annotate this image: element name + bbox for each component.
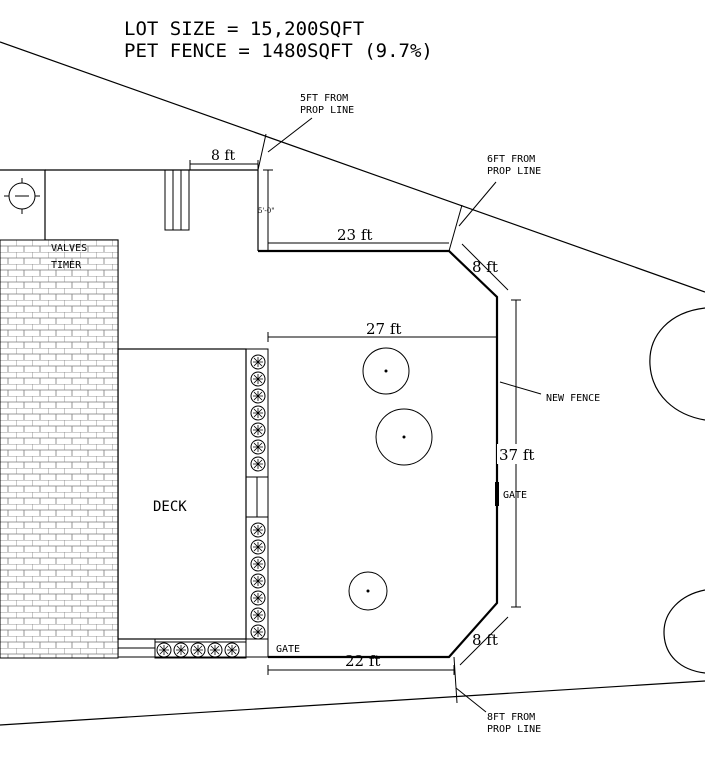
lot-size-label: LOT SIZE = 15,200SQFT	[124, 18, 364, 40]
pet-fence-area-label: PET FENCE = 1480SQFT (9.7%)	[124, 40, 433, 62]
prop-line-right-note-2: PROP LINE	[487, 166, 541, 177]
dim-small-vertical: 5'-0"	[258, 207, 274, 215]
timer-label: TIMER	[51, 260, 82, 271]
valves-label: VALVES	[51, 243, 87, 254]
dim-bottom-run: 22 ft	[345, 652, 380, 670]
prop-offset-right-tick	[448, 204, 463, 252]
neighbor-canopy-lower	[663, 589, 705, 674]
prop-offset-top-leader	[267, 117, 313, 153]
prop-line-top-note-1: 5FT FROM	[300, 93, 348, 104]
dim-upper-run: 23 ft	[337, 226, 372, 244]
new-fence-leader	[499, 381, 542, 395]
steps	[164, 169, 190, 231]
prop-offset-right-leader	[458, 181, 497, 227]
dim-top-run: 8 ft	[211, 148, 236, 164]
dim-line-diag-lower	[459, 616, 509, 666]
tree-3	[348, 571, 388, 611]
prop-line-right-note-1: 6FT FROM	[487, 154, 535, 165]
dim-right-label-bg	[497, 444, 535, 464]
gate-right-label: GATE	[503, 490, 527, 501]
property-line-top	[0, 41, 705, 293]
planter-bed-bottom	[154, 641, 247, 659]
planter-bed-lower	[245, 516, 269, 658]
tree-1	[362, 347, 410, 395]
dim-diag-upper: 8 ft	[472, 258, 498, 276]
prop-offset-top-tick	[257, 133, 267, 171]
dim-line-diag-upper	[461, 243, 509, 291]
prop-offset-bottom-leader	[455, 687, 487, 713]
new-fence-label: NEW FENCE	[546, 393, 600, 404]
dim-right-run: 37 ft	[499, 446, 534, 464]
planter-bed-upper	[245, 348, 269, 478]
prop-line-bottom-note-2: PROP LINE	[487, 724, 541, 735]
property-line-bottom	[0, 680, 705, 726]
dim-width: 27 ft	[366, 320, 401, 338]
prop-line-bottom-note-1: 8FT FROM	[487, 712, 535, 723]
prop-line-top-note-2: PROP LINE	[300, 105, 354, 116]
ac-unit-detail	[4, 178, 40, 214]
paver-patio	[0, 239, 119, 659]
dim-diag-lower: 8 ft	[472, 631, 498, 649]
gate-bottom-label: GATE	[276, 644, 300, 655]
neighbor-canopy-upper	[649, 307, 705, 421]
deck	[117, 348, 247, 640]
new-fence	[258, 249, 499, 659]
tree-2	[375, 408, 433, 466]
prop-offset-bottom-tick	[453, 656, 458, 704]
deck-label: DECK	[153, 499, 187, 515]
